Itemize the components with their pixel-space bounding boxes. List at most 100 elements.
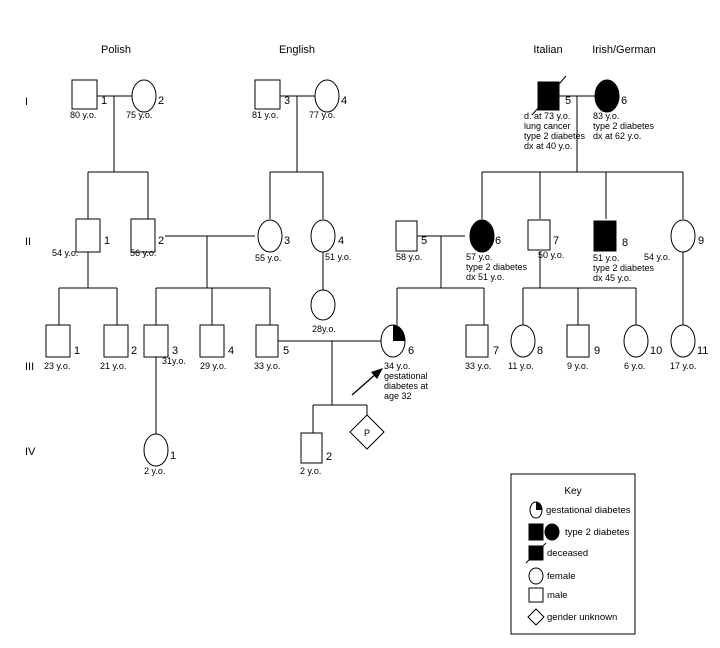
- person-number: 1: [104, 235, 110, 247]
- symbol-female: [670, 219, 696, 253]
- person-note: 57 y.o.: [466, 252, 492, 262]
- generation-label-i: I: [25, 96, 28, 108]
- person-number: 5: [421, 235, 427, 247]
- person-age: 50 y.o.: [538, 250, 564, 260]
- person-note: d. at 73 y.o.: [524, 111, 570, 121]
- key-label-deceased: deceased: [547, 548, 588, 559]
- deceased-slash: [531, 75, 567, 116]
- person-number: 2: [131, 345, 137, 357]
- person-age: 9 y.o.: [567, 361, 588, 371]
- key-label-type-2-diabetes: type 2 diabetes: [565, 527, 630, 538]
- person-age: 29 y.o.: [200, 361, 226, 371]
- ethnicity-english: English: [279, 44, 315, 56]
- person-number: 10: [650, 345, 662, 357]
- ethnicity-irish-german: Irish/German: [592, 44, 656, 56]
- symbol-male: [199, 324, 225, 358]
- symbol-female: [257, 219, 283, 253]
- person-note: dx 51 y.o.: [466, 272, 504, 282]
- person-age: 55 y.o.: [255, 253, 281, 263]
- key-deceased-slash: [525, 542, 547, 564]
- symbol-male: [143, 324, 169, 358]
- person-age: 23 y.o.: [44, 361, 70, 371]
- key-affected-female-symbol: [544, 523, 560, 541]
- key-label-male: male: [547, 590, 568, 601]
- proband-arrow: [351, 368, 383, 396]
- symbol-male: [255, 324, 279, 358]
- person-number: 3: [172, 345, 178, 357]
- person-note: lung cancer: [524, 121, 571, 131]
- symbol-female: [623, 324, 649, 358]
- generation-label-iv: IV: [25, 446, 36, 458]
- person-age: 33 y.o.: [254, 361, 280, 371]
- key-label-female: female: [547, 571, 576, 582]
- symbol-male: [71, 79, 98, 110]
- person-age: 21 y.o.: [100, 361, 126, 371]
- person-note: dx 45 y.o.: [593, 273, 631, 283]
- person-number: 9: [594, 345, 600, 357]
- symbol-male: [45, 324, 71, 358]
- pregnancy-label: P: [364, 428, 370, 438]
- person-age: 2 y.o.: [144, 466, 165, 476]
- key-gestational-symbol: [529, 501, 543, 519]
- person-age: 2 y.o.: [300, 466, 321, 476]
- person-age: 81 y.o.: [252, 110, 278, 120]
- key-title: Key: [564, 486, 581, 497]
- symbol-female: [670, 324, 696, 358]
- symbol-female: [131, 79, 157, 113]
- person-age: 58 y.o.: [396, 252, 422, 262]
- symbol-male: [465, 324, 489, 358]
- symbol-male: [130, 218, 156, 253]
- generation-label-iii: III: [25, 361, 34, 373]
- person-number: 1: [74, 345, 80, 357]
- symbol-female-affected: [469, 219, 495, 253]
- ethnicity-polish: Polish: [101, 44, 131, 56]
- person-number: 4: [341, 95, 347, 107]
- person-number: 3: [284, 235, 290, 247]
- person-number: 6: [495, 235, 501, 247]
- symbol-male: [566, 324, 590, 358]
- symbol-female: [310, 219, 336, 253]
- person-number: 8: [537, 345, 543, 357]
- person-note: type 2 diabetes: [466, 262, 528, 272]
- symbol-male: [527, 219, 551, 251]
- person-note: type 2 diabetes: [593, 121, 655, 131]
- person-number: 2: [158, 235, 164, 247]
- person-note: 51 y.o.: [593, 253, 619, 263]
- person-number: 5: [565, 95, 571, 107]
- symbol-female-gestational-diabetes: [380, 324, 406, 358]
- symbol-male-affected: [593, 220, 617, 252]
- person-age: 6 y.o.: [624, 361, 645, 371]
- symbol-female: [310, 289, 336, 321]
- symbol-male: [75, 218, 101, 253]
- person-age: 31y.o.: [162, 356, 186, 366]
- person-number: 6: [408, 345, 414, 357]
- symbol-gender-unknown: [349, 414, 385, 450]
- person-age: 77 y.o.: [309, 110, 335, 120]
- person-age: 33 y.o.: [465, 361, 491, 371]
- key-label-gestational-diabetes: gestational diabetes: [546, 505, 631, 516]
- person-number: 1: [170, 450, 176, 462]
- person-number: 4: [338, 235, 344, 247]
- person-note: dx at 62 y.o.: [593, 131, 641, 141]
- legend-key: Key gestational diabetes type 2 diabetes…: [510, 473, 636, 635]
- person-note: dx at 40 y.o.: [524, 141, 572, 151]
- symbol-male: [300, 432, 323, 464]
- person-note: 34 y.o.: [384, 361, 410, 371]
- person-age: 11 y.o.: [508, 361, 534, 371]
- key-gender-unknown-symbol: [527, 608, 545, 626]
- symbol-male: [254, 79, 281, 110]
- person-number: 4: [228, 345, 234, 357]
- person-note: gestational: [384, 371, 428, 381]
- person-number: 2: [158, 95, 164, 107]
- generation-label-ii: II: [25, 236, 31, 248]
- symbol-female: [143, 433, 169, 467]
- symbol-female-affected: [594, 79, 620, 113]
- relationship-lines: [58, 95, 684, 434]
- person-note: diabetes at: [384, 381, 429, 391]
- symbol-male: [103, 324, 129, 358]
- symbol-female: [510, 324, 536, 358]
- person-number: 6: [621, 95, 627, 107]
- key-affected-male-symbol: [528, 523, 544, 541]
- ethnicity-italian: Italian: [533, 44, 562, 56]
- person-number: 3: [284, 95, 290, 107]
